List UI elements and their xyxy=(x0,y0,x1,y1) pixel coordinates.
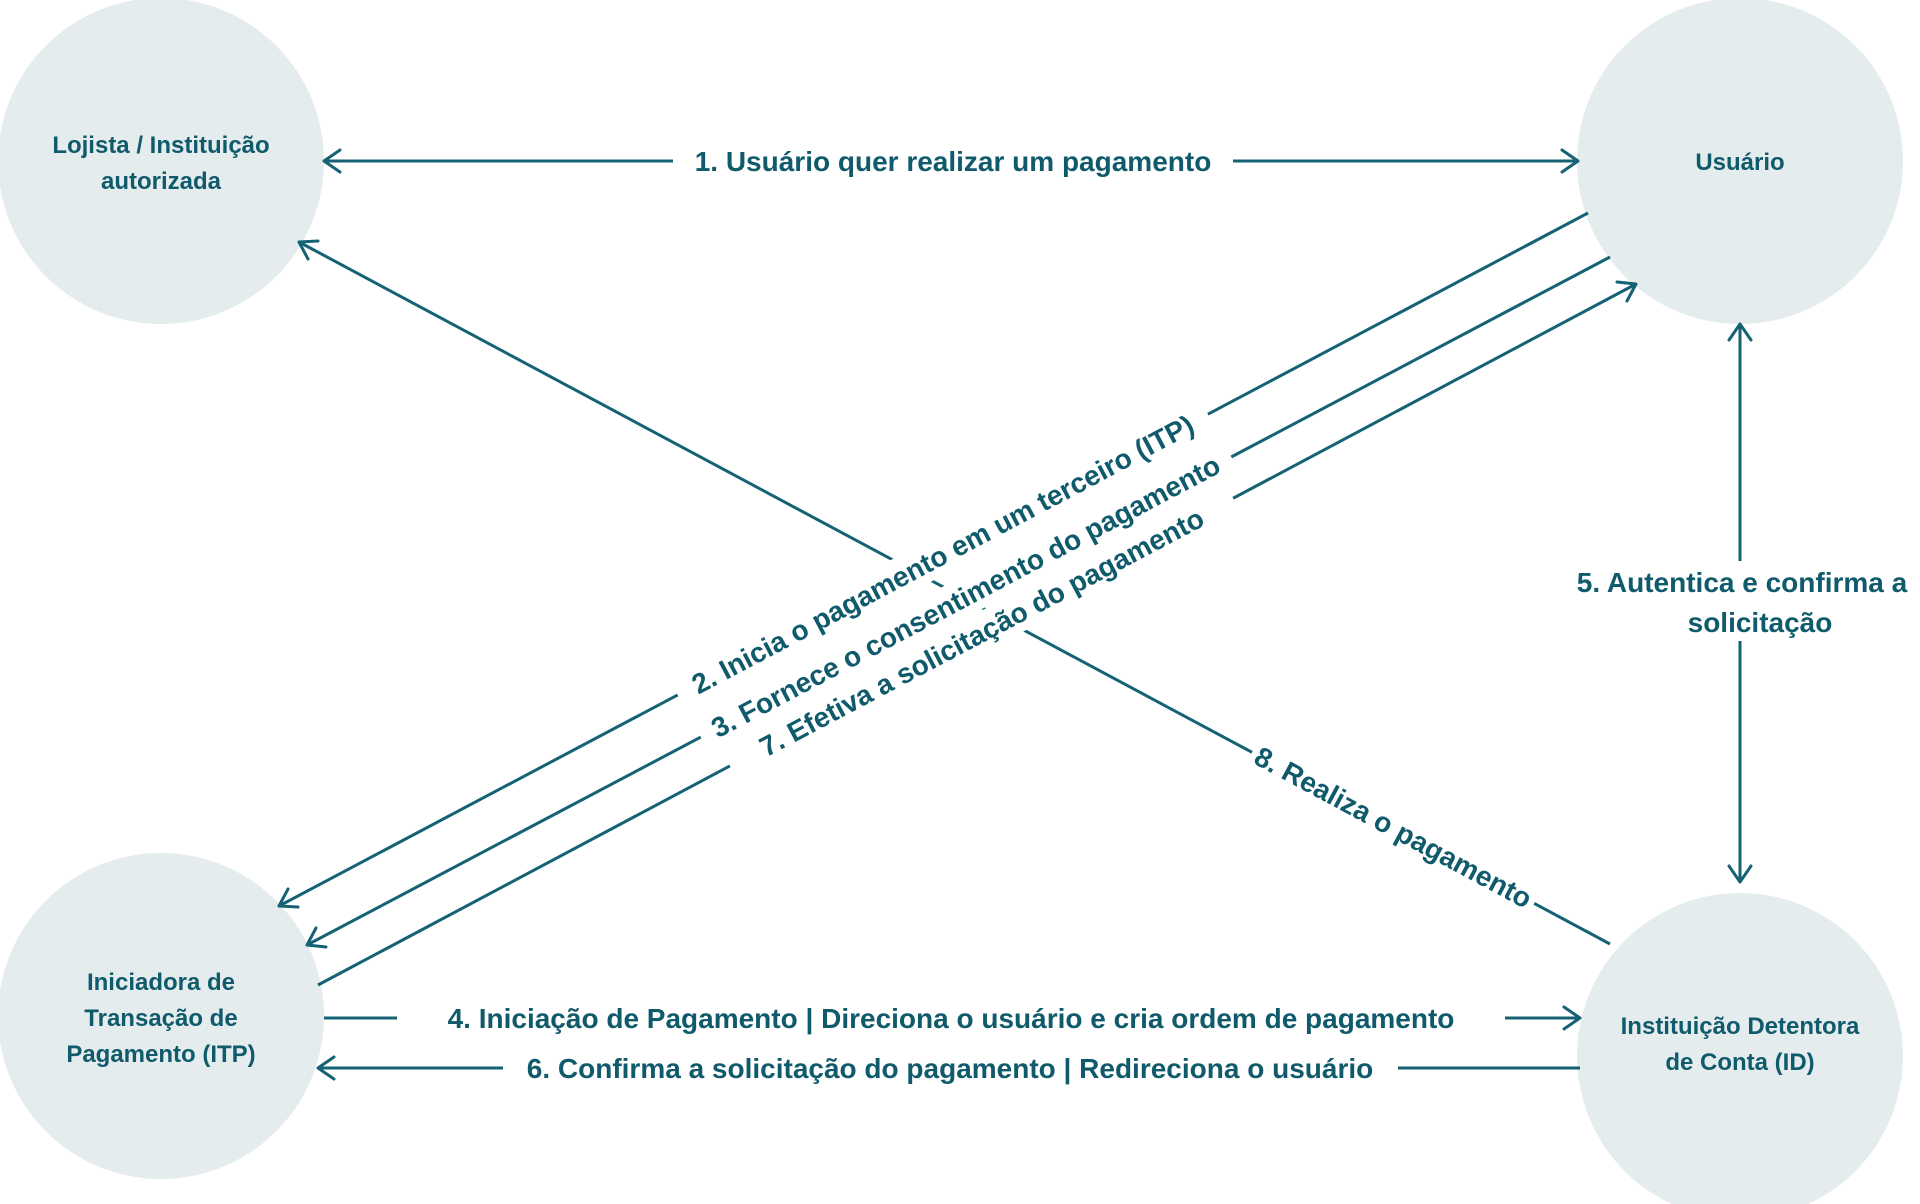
itp-label-line2: Transação de xyxy=(84,1005,237,1032)
edge-4-arrowhead xyxy=(1562,1005,1582,1031)
edge-1-arrowhead-right xyxy=(1560,148,1580,174)
edge-4-label: 4. Iniciação de Pagamento | Direciona o … xyxy=(448,1003,1455,1034)
itp-circle xyxy=(0,853,324,1179)
edge-6-label: 6. Confirma a solicitação do pagamento |… xyxy=(527,1053,1373,1084)
id-circle xyxy=(1577,893,1903,1204)
edge-8-label: 8. Realiza o pagamento xyxy=(1249,741,1537,915)
edge-7-arrowhead xyxy=(1615,280,1638,303)
edge-5-label-bg xyxy=(1582,561,1920,641)
edge-6-arrowhead xyxy=(316,1055,336,1081)
edge-8-label-bg xyxy=(1243,734,1544,920)
edge-5-arrowhead-bottom xyxy=(1727,864,1753,884)
edge-7: 7. Efetiva a solicitação do pagamento xyxy=(317,280,1638,987)
lojista-label-line2: autorizada xyxy=(101,168,222,195)
edge-5: 5. Autentica e confirma a solicitação xyxy=(1577,322,1920,884)
itp-label-line1: Iniciadora de xyxy=(87,969,235,996)
node-usuario: Usuário xyxy=(1577,0,1903,324)
id-label-line2: de Conta (ID) xyxy=(1665,1049,1814,1076)
lojista-label-line1: Lojista / Instituição xyxy=(52,132,269,159)
edge-5-label-line1: 5. Autentica e confirma a xyxy=(1577,567,1908,598)
edge-2: 2. Inicia o pagamento em um terceiro (IT… xyxy=(277,211,1589,909)
edge-3-arrowhead xyxy=(305,926,328,949)
edge-5-arrowhead-top xyxy=(1727,322,1753,342)
edge-6-label-bg xyxy=(503,1049,1398,1087)
edge-8-arrowhead xyxy=(297,239,320,261)
usuario-label: Usuário xyxy=(1695,149,1784,176)
edge-7-label-bg xyxy=(720,481,1243,783)
edge-1-label-bg xyxy=(673,142,1233,180)
edge-4-label-bg xyxy=(397,999,1505,1037)
node-itp: Iniciadora de Transação de Pagamento (IT… xyxy=(0,853,324,1179)
edge-1-arrowhead-left xyxy=(322,148,342,174)
edge-3-label: 3. Fornece o consentimento do pagamento xyxy=(706,449,1225,744)
edge-6: 6. Confirma a solicitação do pagamento |… xyxy=(316,1049,1580,1087)
edge-5-label-line2: solicitação xyxy=(1688,607,1833,638)
itp-label-line3: Pagamento (ITP) xyxy=(66,1041,255,1068)
id-label-line1: Instituição Detentora xyxy=(1621,1013,1860,1040)
edge-2-label-bg xyxy=(668,396,1217,712)
node-id: Instituição Detentora de Conta (ID) xyxy=(1577,893,1903,1204)
edge-3-label-bg xyxy=(691,438,1240,754)
edge-4: 4. Iniciação de Pagamento | Direciona o … xyxy=(324,999,1582,1037)
usuario-circle xyxy=(1577,0,1903,324)
node-lojista: Lojista / Instituição autorizada xyxy=(0,0,324,324)
lojista-circle xyxy=(0,0,324,324)
edge-1: 1. Usuário quer realizar um pagamento xyxy=(322,142,1580,180)
edge-1-label: 1. Usuário quer realizar um pagamento xyxy=(695,146,1212,177)
edge-2-arrowhead xyxy=(277,887,300,909)
